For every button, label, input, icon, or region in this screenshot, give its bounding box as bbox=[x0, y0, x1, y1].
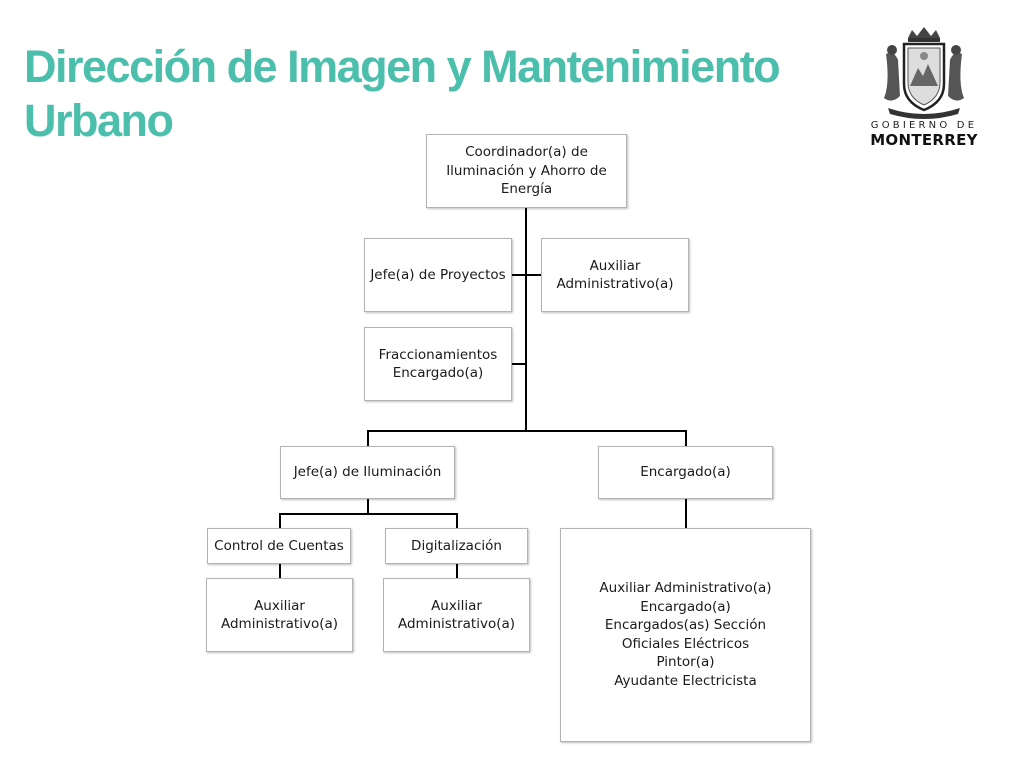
connector-digitalizacion-to-auxiliar bbox=[456, 563, 458, 579]
page-title: Dirección de Imagen y Mantenimiento Urba… bbox=[24, 41, 781, 146]
logo-main-text: MONTERREY bbox=[870, 131, 978, 149]
org-box-auxiliar-coordinacion: Auxiliar Administrativo(a) bbox=[541, 238, 689, 312]
org-box-digitalizacion: Digitalización bbox=[385, 528, 528, 564]
connector-to-digitalizacion bbox=[456, 513, 458, 530]
connector-main-trunk bbox=[525, 207, 527, 431]
logo-top-text: GOBIERNO DE bbox=[870, 120, 978, 131]
connector-auxiliar-coordinacion bbox=[526, 274, 543, 276]
connector-encargado-to-staff bbox=[685, 498, 687, 529]
org-box-fraccionamientos: Fraccionamientos Encargado(a) bbox=[364, 327, 512, 401]
connector-to-jefe-iluminacion bbox=[367, 430, 369, 447]
org-box-jefe-proyectos: Jefe(a) de Proyectos bbox=[364, 238, 512, 312]
org-box-encargado: Encargado(a) bbox=[598, 446, 773, 499]
connector-to-encargado bbox=[685, 430, 687, 447]
org-box-coordinador: Coordinador(a) de Iluminación y Ahorro d… bbox=[426, 134, 627, 208]
connector-fraccionamientos bbox=[511, 363, 526, 365]
connector-level2-bar bbox=[367, 430, 687, 432]
org-box-auxiliar-control: Auxiliar Administrativo(a) bbox=[206, 578, 353, 652]
connector-level3-bar bbox=[279, 513, 458, 515]
org-box-encargado-staff: Auxiliar Administrativo(a) Encargado(a) … bbox=[560, 528, 811, 742]
connector-jefe-proyectos bbox=[511, 274, 526, 276]
monterrey-logo: GOBIERNO DE MONTERREY bbox=[868, 24, 980, 149]
connector-to-control-cuentas bbox=[279, 513, 281, 530]
coat-of-arms-icon bbox=[884, 27, 964, 119]
org-box-control-cuentas: Control de Cuentas bbox=[207, 528, 351, 564]
connector-jefe-iluminacion-down bbox=[367, 498, 369, 514]
org-box-jefe-iluminacion: Jefe(a) de Iluminación bbox=[280, 446, 455, 499]
connector-control-to-auxiliar bbox=[279, 563, 281, 579]
org-box-auxiliar-digitalizacion: Auxiliar Administrativo(a) bbox=[383, 578, 530, 652]
